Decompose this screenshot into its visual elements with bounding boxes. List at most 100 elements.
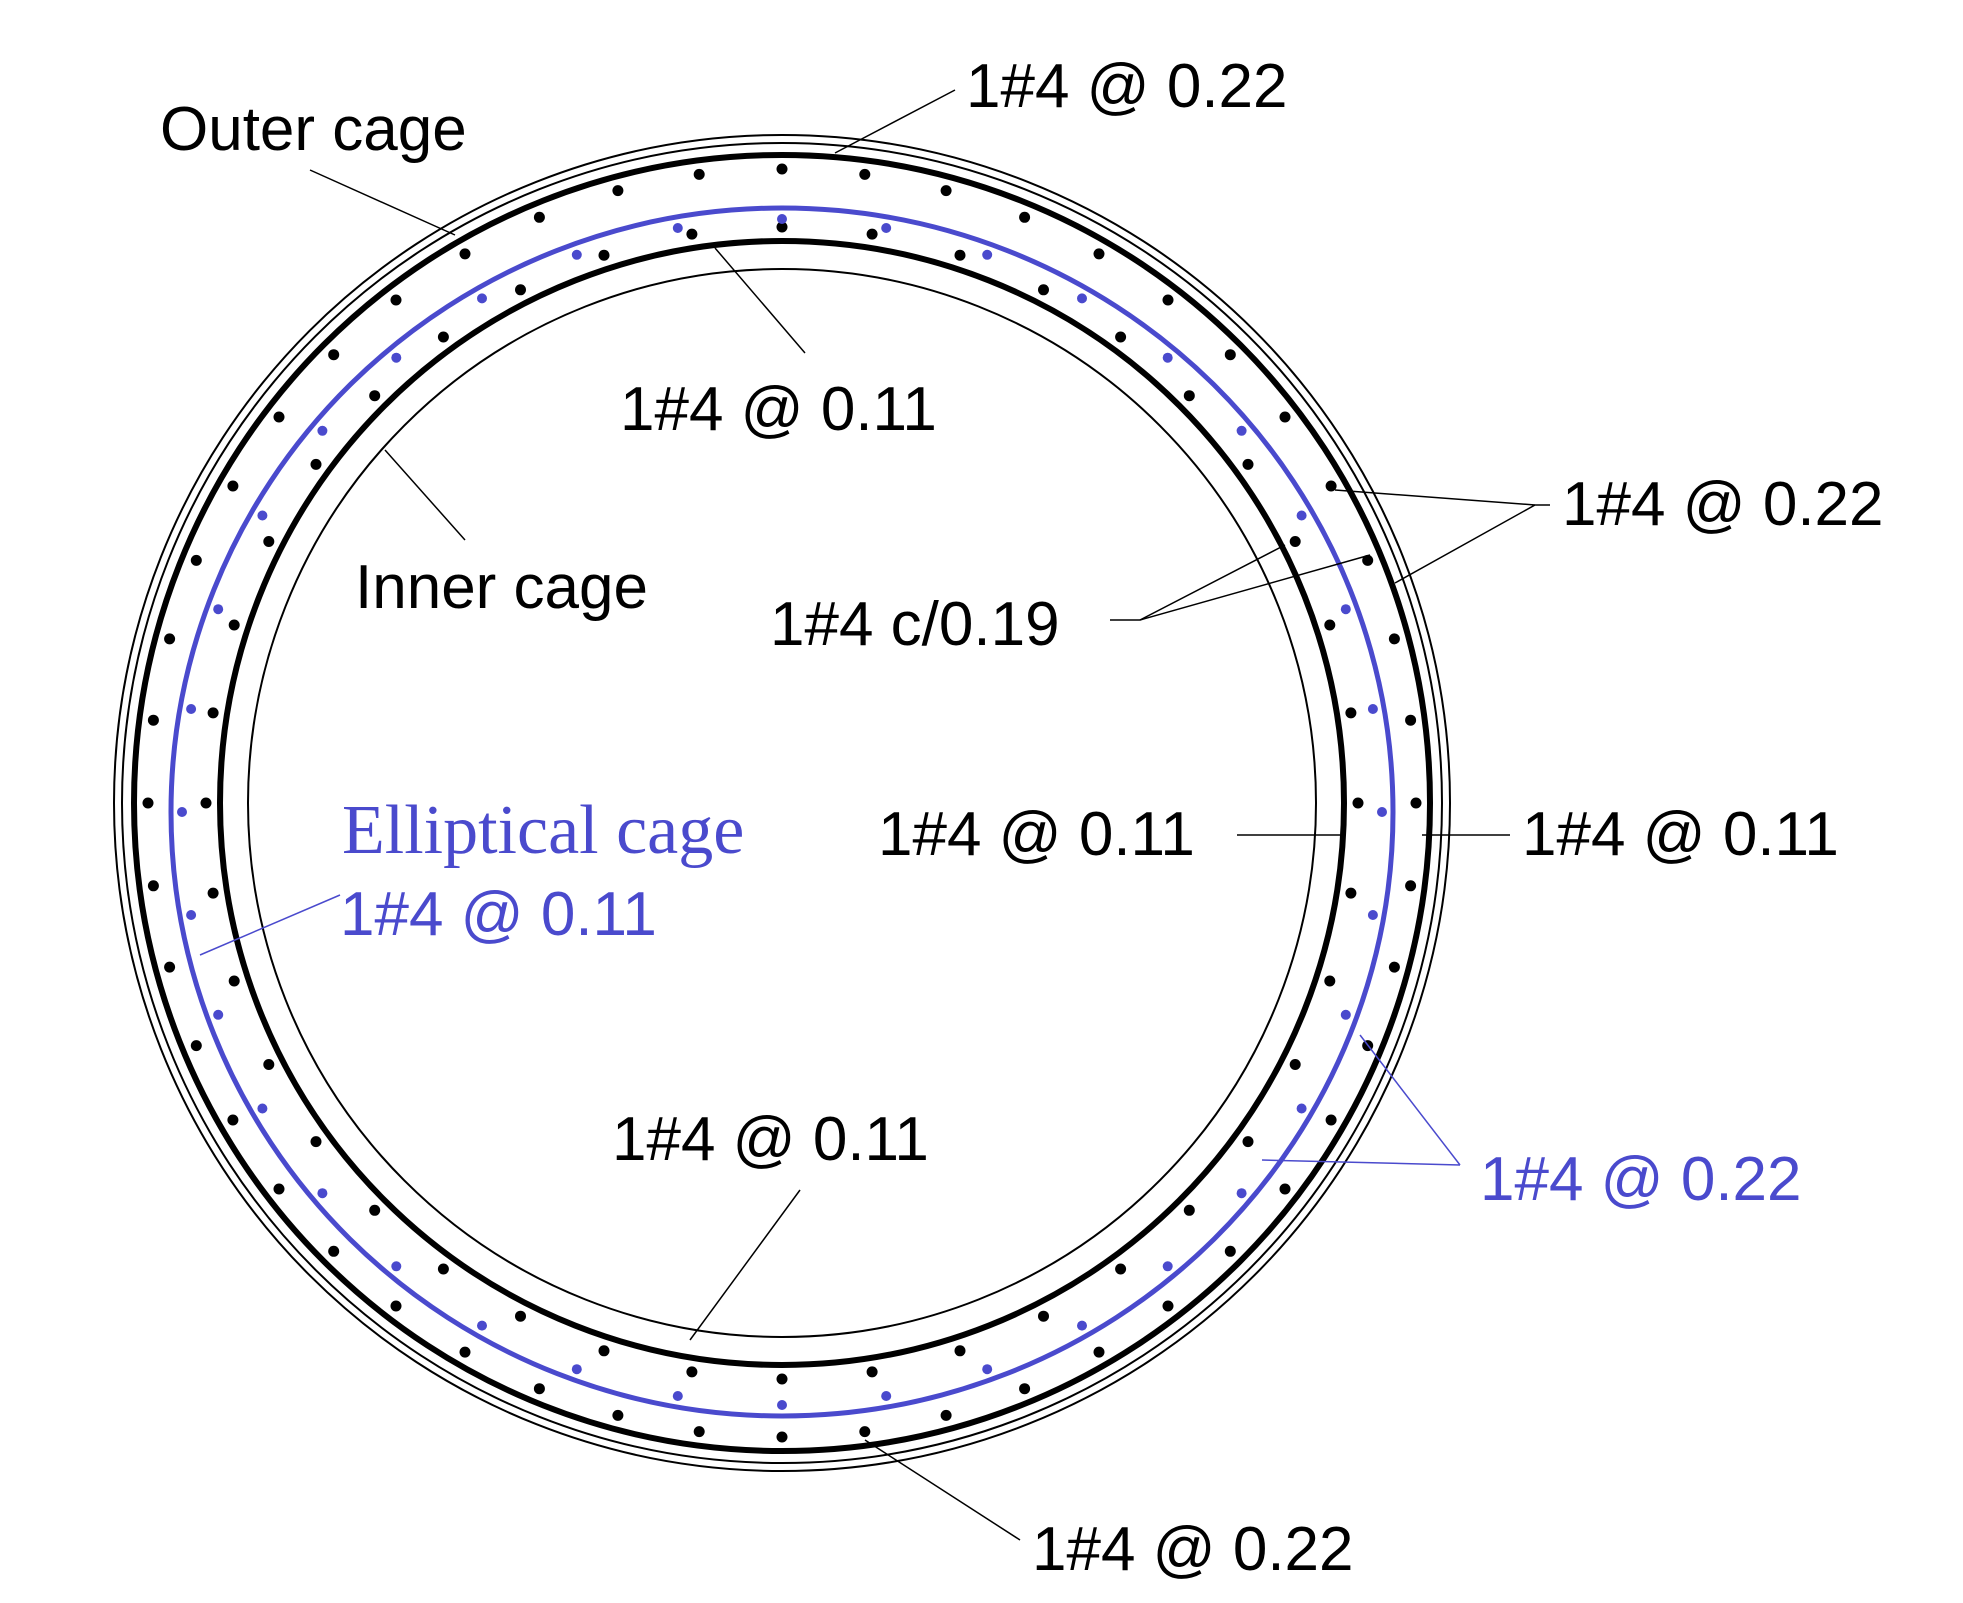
rebar-dot <box>1019 211 1031 223</box>
section-outer-edge-2 <box>121 142 1443 1464</box>
rebar-dot <box>1162 294 1174 306</box>
rebar-dot <box>227 480 239 492</box>
rebar-dot <box>1236 425 1247 436</box>
rebar-dot <box>177 807 187 817</box>
section-outer-edge <box>113 134 1451 1472</box>
rebar-dot <box>1377 807 1387 817</box>
rebar-dot <box>459 1346 471 1358</box>
rebar-dot <box>1115 1263 1127 1275</box>
rebar-dot <box>1162 1300 1174 1312</box>
rebar-dot <box>263 1059 275 1070</box>
inner-cage-bars <box>200 221 1364 1385</box>
rebar-dot <box>1340 1009 1351 1020</box>
rebar-dot <box>1279 1183 1291 1195</box>
rebar-dot <box>1224 349 1236 361</box>
rebar-dot <box>200 797 212 809</box>
rebar-dot <box>672 223 683 233</box>
rebar-dot <box>672 1391 683 1401</box>
rebar-dot <box>369 1204 381 1216</box>
rebar-dot <box>207 887 219 899</box>
label-outer-right: 1#4 @ 0.11 <box>1522 800 1839 869</box>
section-inner-edge <box>247 268 1317 1338</box>
rebar-dot <box>1183 1204 1195 1216</box>
rebar-dot <box>1224 1245 1236 1257</box>
leader-outer-top <box>834 89 956 154</box>
rebar-dot <box>598 249 610 261</box>
rebar-dot <box>317 1188 328 1199</box>
rebar-dot <box>859 1426 871 1438</box>
rebar-dot <box>1367 910 1378 920</box>
rebar-dot <box>571 1364 582 1375</box>
rebar-dot <box>213 604 224 615</box>
rebar-dot <box>1242 1136 1254 1148</box>
rebar-dot <box>1405 880 1417 892</box>
rebar-dot <box>213 1009 224 1020</box>
rebar-dot <box>1362 554 1374 566</box>
leader-inner-bottom <box>689 1189 801 1341</box>
rebar-dot <box>1093 1346 1105 1358</box>
rebar-dot <box>954 1345 966 1357</box>
leader-lines <box>309 89 1550 1541</box>
rebar-dot <box>686 228 698 240</box>
rebar-dot <box>437 331 449 343</box>
label-inner-right: 1#4 @ 0.11 <box>878 800 1195 869</box>
outer-cage-bars <box>142 163 1422 1443</box>
rebar-dot <box>164 633 176 645</box>
rebar-dot <box>459 248 471 260</box>
rebar-dot <box>1388 633 1400 645</box>
inner-cage-title: Inner cage <box>355 553 648 622</box>
rebar-dot <box>881 1391 892 1401</box>
rebar-dot <box>533 211 545 223</box>
rebar-dot <box>310 458 322 470</box>
rebar-dot <box>1289 1059 1301 1070</box>
rebar-dot <box>515 1310 526 1322</box>
rebar-dot <box>1296 510 1307 521</box>
rebar-dot <box>186 910 197 920</box>
label-elliptical-spacing: 1#4 @ 0.11 <box>340 880 657 949</box>
rebar-dot <box>1296 1103 1307 1114</box>
rebar-dot <box>477 1320 487 1331</box>
label-outer-bottom: 1#4 @ 0.22 <box>1032 1515 1354 1584</box>
elliptical-cage-bars <box>177 214 1387 1410</box>
rebar-dot <box>612 1409 624 1421</box>
rebar-dot <box>391 1261 402 1272</box>
rebar-dot <box>390 294 402 306</box>
rebar-dot <box>1115 331 1127 343</box>
leader-center-c019 <box>1110 544 1286 621</box>
rebar-dot <box>1019 1383 1031 1395</box>
rebar-dot <box>1324 619 1336 631</box>
rebar-dot <box>186 704 197 714</box>
rebar-dot <box>257 510 268 521</box>
rebar-dot <box>147 714 159 726</box>
leader-inner-cage <box>384 449 466 541</box>
rebar-dot <box>515 284 526 296</box>
elliptical-cage-ring <box>168 205 1396 1419</box>
rebar-dot <box>164 961 176 973</box>
rebar-dot <box>257 1103 268 1114</box>
rebar-dot <box>776 1373 788 1385</box>
rebar-dot <box>207 707 219 719</box>
rebar-dot <box>1242 458 1254 470</box>
rebar-dot <box>982 249 993 260</box>
rebar-dot <box>940 1409 952 1421</box>
rebar-dot <box>1410 797 1422 809</box>
rebar-dot <box>310 1136 322 1148</box>
rebar-dot <box>776 1431 788 1443</box>
rebar-dot <box>228 975 240 987</box>
label-blue-lower-right: 1#4 @ 0.22 <box>1480 1145 1802 1214</box>
rebar-dot <box>437 1263 449 1275</box>
rebar-dot <box>982 1364 993 1375</box>
label-center-c019: 1#4 c/0.19 <box>770 590 1060 659</box>
rebar-dot <box>866 1366 878 1378</box>
rebar-dot <box>1325 480 1337 492</box>
rebar-dot <box>1367 704 1378 714</box>
rebar-dot <box>1093 248 1105 260</box>
rebar-dot <box>1236 1188 1247 1199</box>
rebar-dot <box>391 352 402 363</box>
leader-inner-top <box>714 247 806 354</box>
label-right-upper: 1#4 @ 0.22 <box>1562 470 1884 539</box>
leader-elliptical <box>199 894 341 956</box>
rebar-dot <box>1324 975 1336 987</box>
rebar-dot <box>686 1366 698 1378</box>
rebar-dot <box>190 554 202 566</box>
